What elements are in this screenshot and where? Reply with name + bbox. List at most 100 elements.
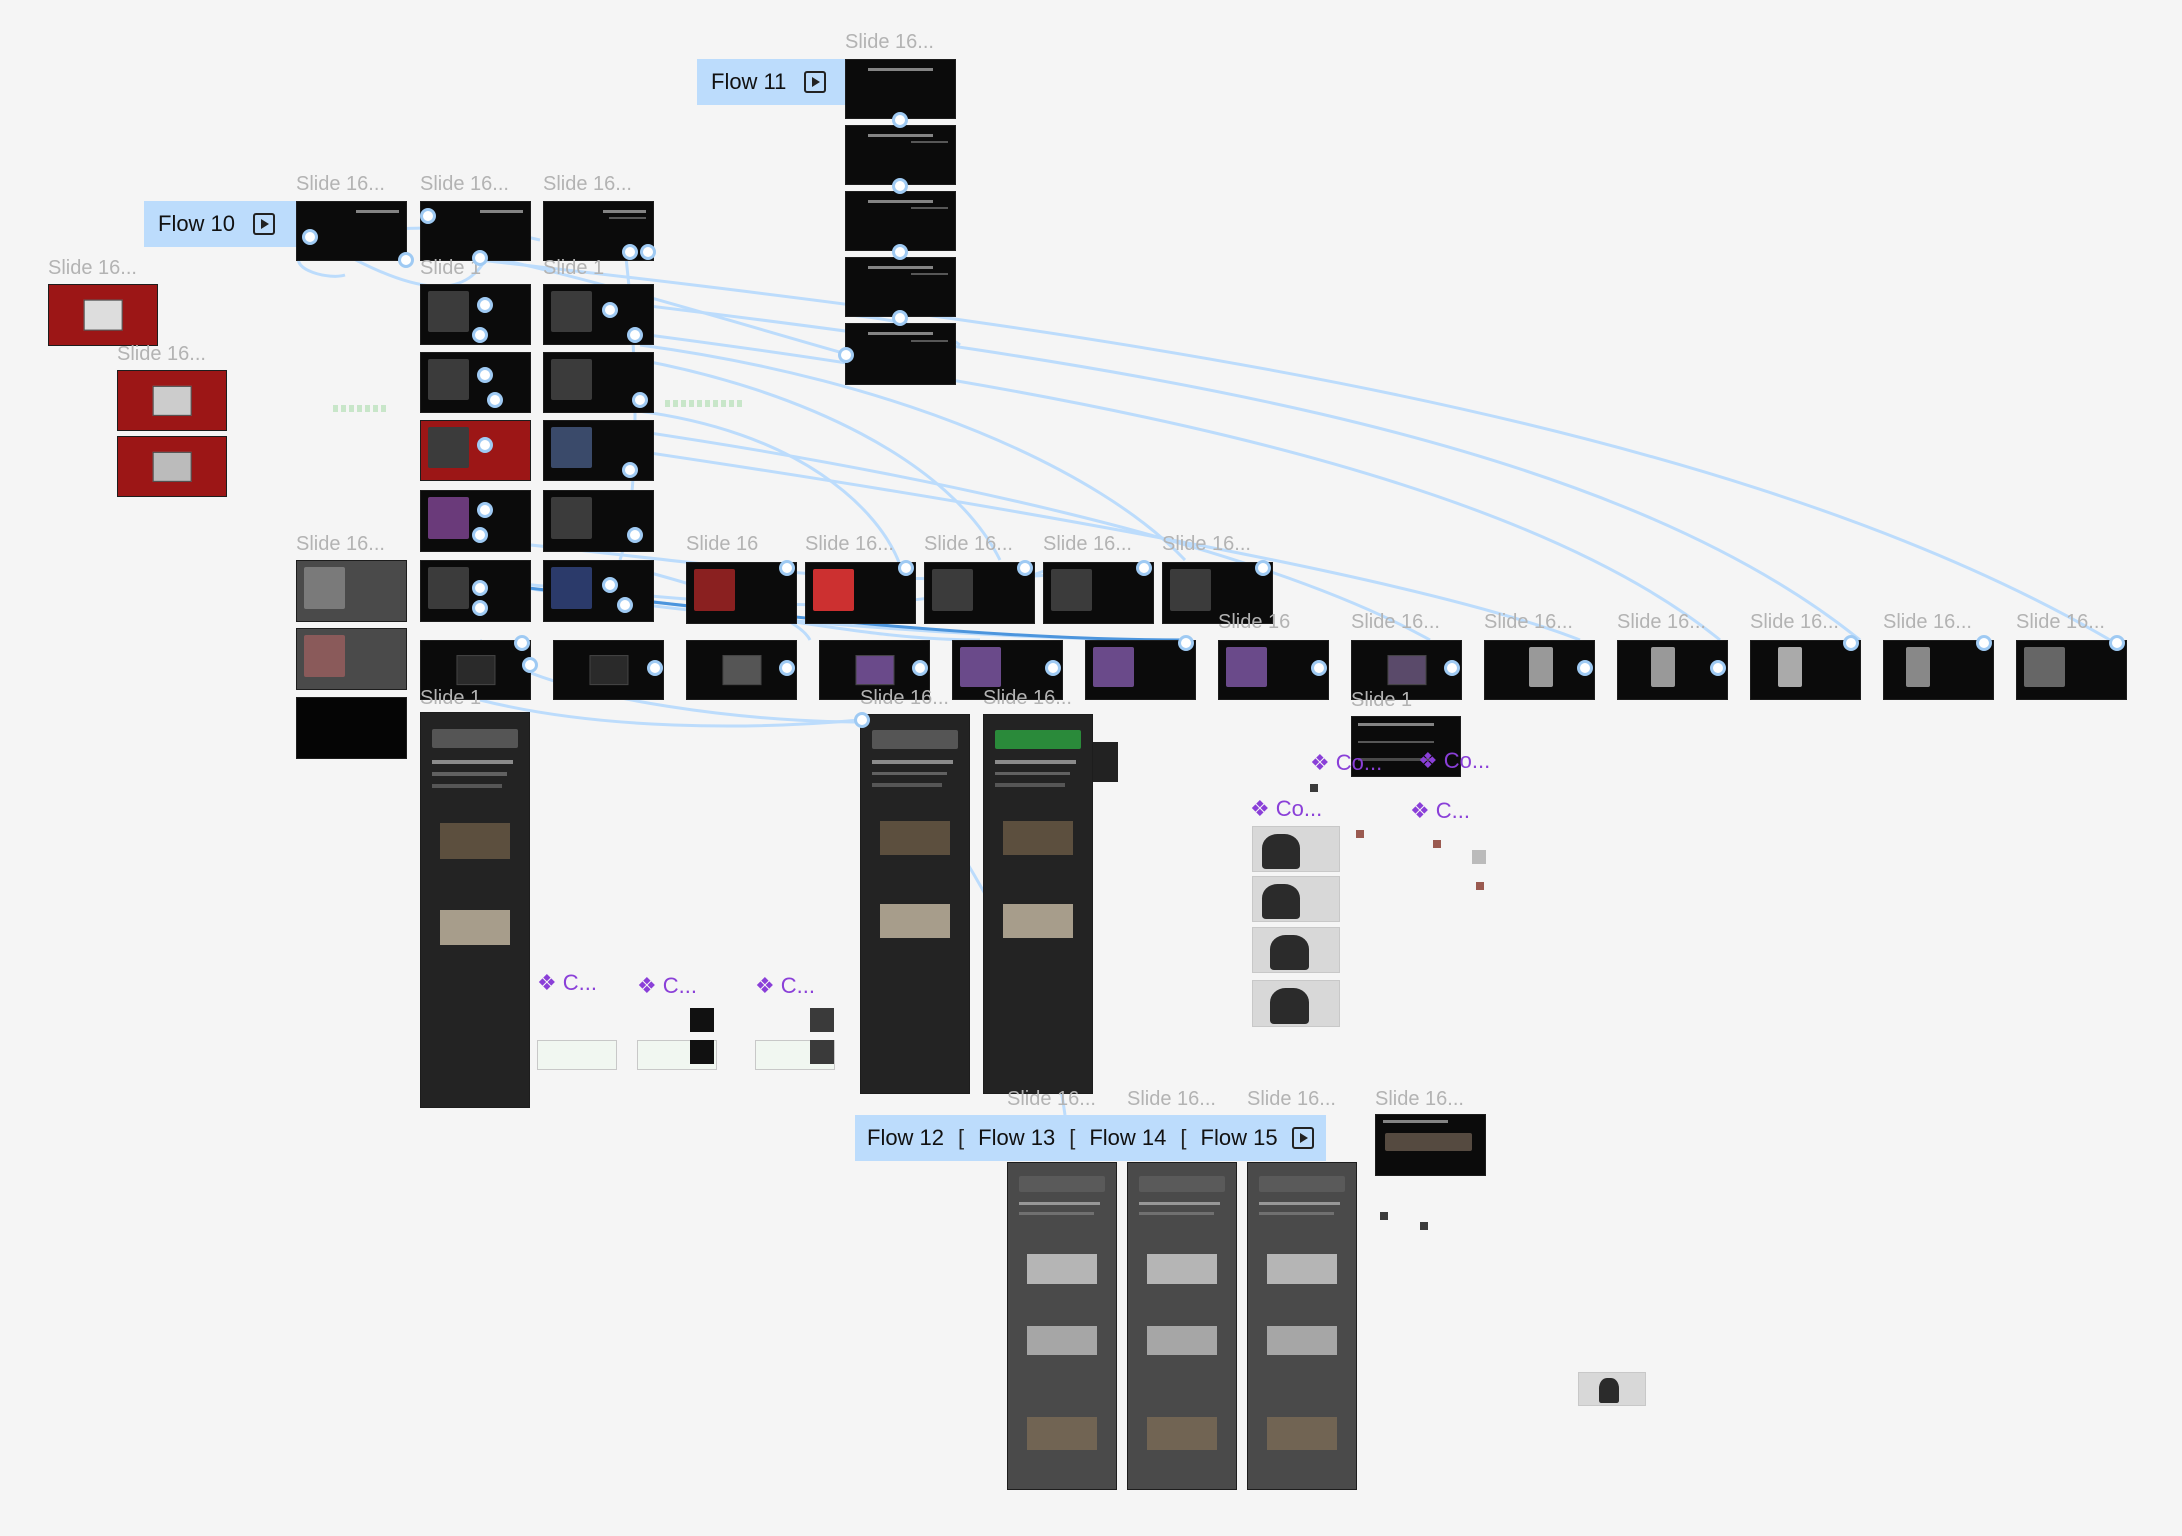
component-label[interactable]: ❖Co... <box>1250 796 1323 821</box>
slide-frame[interactable] <box>420 490 531 552</box>
slide-frame[interactable] <box>845 323 956 385</box>
connector-node[interactable] <box>602 302 618 318</box>
connector-node[interactable] <box>892 112 908 128</box>
slide-frame[interactable] <box>686 562 797 624</box>
slide-frame[interactable] <box>924 562 1035 624</box>
flow-play-icon[interactable] <box>253 213 276 235</box>
component-instance[interactable] <box>1252 876 1340 922</box>
slide-frame[interactable] <box>296 560 407 622</box>
slide-frame[interactable] <box>117 436 227 497</box>
slide-frame[interactable] <box>845 125 956 185</box>
connector-node[interactable] <box>477 437 493 453</box>
flow-10-start[interactable]: Flow 10 <box>144 201 296 247</box>
slide-frame[interactable] <box>819 640 930 700</box>
connector-node[interactable] <box>1017 560 1033 576</box>
connector-node[interactable] <box>617 597 633 613</box>
component-label[interactable]: ❖C... <box>1410 798 1470 823</box>
connector-node[interactable] <box>647 660 663 676</box>
connector-node[interactable] <box>477 367 493 383</box>
flow-play-icon[interactable] <box>1291 1127 1314 1149</box>
slide-frame[interactable] <box>543 560 654 622</box>
slide-frame[interactable] <box>1351 640 1462 700</box>
connector-node[interactable] <box>779 660 795 676</box>
connector-node[interactable] <box>779 560 795 576</box>
slide-frame[interactable] <box>2016 640 2127 700</box>
slide-frame[interactable] <box>420 352 531 413</box>
flow-13-label[interactable]: Flow 13 <box>978 1125 1056 1150</box>
flow-play-icon[interactable] <box>804 71 827 93</box>
connector-node[interactable] <box>398 252 414 268</box>
component-label[interactable]: ❖C... <box>537 970 597 995</box>
connector-node[interactable] <box>472 527 488 543</box>
connector-node[interactable] <box>622 244 638 260</box>
connector-node[interactable] <box>912 660 928 676</box>
connector-node[interactable] <box>302 229 318 245</box>
flow-15-label[interactable]: Flow 15 <box>1200 1125 1278 1150</box>
connector-node[interactable] <box>472 600 488 616</box>
connector-node[interactable] <box>477 502 493 518</box>
component-label[interactable]: ❖C... <box>755 973 815 998</box>
slide-frame[interactable] <box>1162 562 1273 624</box>
slide-frame[interactable] <box>420 560 531 622</box>
slide-frame-tall[interactable] <box>1007 1162 1117 1490</box>
connector-node[interactable] <box>838 347 854 363</box>
connector-node[interactable] <box>1976 635 1992 651</box>
slide-frame[interactable] <box>1617 640 1728 700</box>
connector-node[interactable] <box>892 178 908 194</box>
slide-frame[interactable] <box>543 352 654 413</box>
slide-frame-tall[interactable] <box>860 714 970 1094</box>
slide-frame[interactable] <box>420 420 531 481</box>
slide-frame[interactable] <box>1043 562 1154 624</box>
slide-frame[interactable] <box>1484 640 1595 700</box>
slide-frame[interactable] <box>420 640 531 700</box>
slide-frame[interactable] <box>686 640 797 700</box>
flow-14-label[interactable]: Flow 14 <box>1089 1125 1167 1150</box>
connector-node[interactable] <box>1178 635 1194 651</box>
slide-frame-tall[interactable] <box>1127 1162 1237 1490</box>
connector-node[interactable] <box>627 327 643 343</box>
slide-frame-tall[interactable] <box>420 712 530 1108</box>
slide-frame[interactable] <box>296 628 407 690</box>
connector-node[interactable] <box>1045 660 1061 676</box>
slide-frame-tall[interactable] <box>983 714 1093 1094</box>
connector-node[interactable] <box>892 310 908 326</box>
connector-node[interactable] <box>472 250 488 266</box>
component-instance[interactable] <box>1252 927 1340 973</box>
connector-node[interactable] <box>522 657 538 673</box>
slide-frame-tall[interactable] <box>1247 1162 1357 1490</box>
slide-frame[interactable] <box>296 697 407 759</box>
slide-frame[interactable] <box>952 640 1063 700</box>
flow-12-label[interactable]: Flow 12 <box>867 1125 945 1150</box>
slide-frame[interactable] <box>543 490 654 552</box>
connector-node[interactable] <box>602 577 618 593</box>
slide-frame[interactable] <box>1218 640 1329 700</box>
connector-node[interactable] <box>892 244 908 260</box>
slide-frame[interactable] <box>553 640 664 700</box>
connector-node[interactable] <box>640 244 656 260</box>
connector-node[interactable] <box>514 635 530 651</box>
component-instance[interactable] <box>1252 980 1340 1027</box>
slide-frame[interactable] <box>48 284 158 346</box>
connector-node[interactable] <box>627 527 643 543</box>
component-label[interactable]: ❖Co... <box>1418 748 1491 773</box>
component-label[interactable]: ❖C... <box>637 973 697 998</box>
connector-node[interactable] <box>420 208 436 224</box>
connector-node[interactable] <box>487 392 503 408</box>
slide-frame[interactable] <box>845 257 956 317</box>
slide-frame[interactable] <box>1085 640 1196 700</box>
slide-frame[interactable] <box>805 562 916 624</box>
connector-node[interactable] <box>1136 560 1152 576</box>
connector-node[interactable] <box>1444 660 1460 676</box>
connector-node[interactable] <box>1311 660 1327 676</box>
connector-node[interactable] <box>1843 635 1859 651</box>
connector-node[interactable] <box>477 297 493 313</box>
slide-frame[interactable] <box>543 284 654 345</box>
component-instance[interactable] <box>537 1040 617 1070</box>
connector-node[interactable] <box>622 462 638 478</box>
connector-node[interactable] <box>1255 560 1271 576</box>
connector-node[interactable] <box>472 327 488 343</box>
slide-frame[interactable] <box>117 370 227 431</box>
slide-frame[interactable] <box>1883 640 1994 700</box>
component-instance[interactable] <box>1252 826 1340 872</box>
